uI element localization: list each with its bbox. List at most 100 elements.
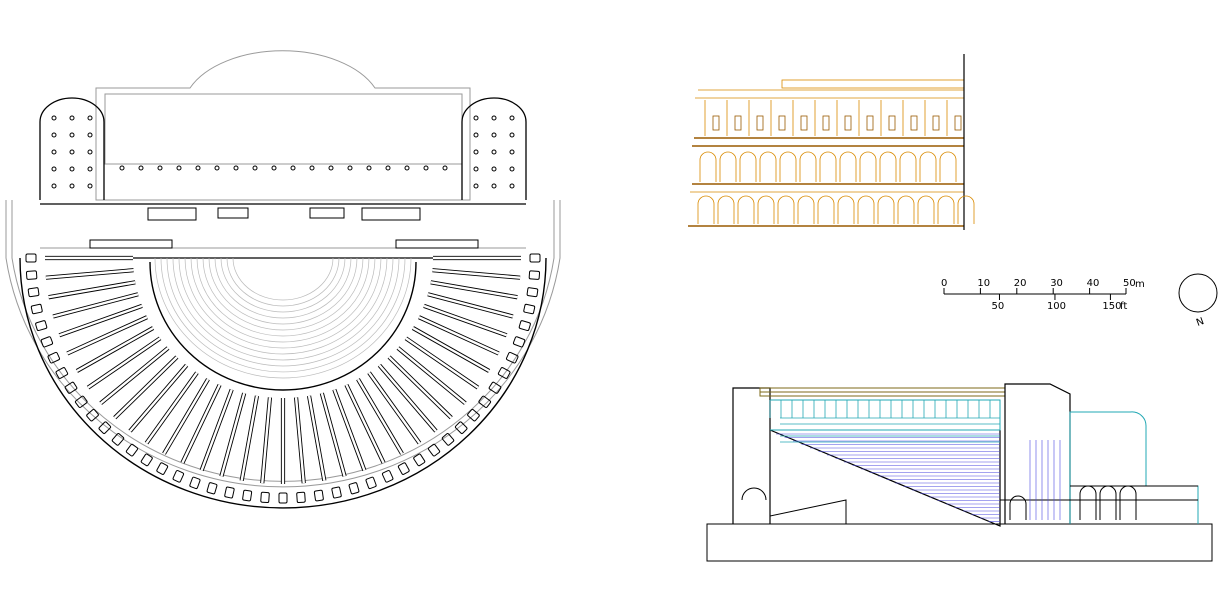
plan-arcade-opening (529, 253, 541, 263)
plan-radial-pier-core (356, 378, 404, 455)
elevation-middle-arch (819, 151, 837, 182)
north-arrow: N (1178, 273, 1218, 329)
plan-column (233, 165, 239, 171)
elevation-window (712, 115, 720, 131)
plan-hall-column (69, 149, 75, 155)
plan-radial-pier-core (45, 269, 134, 279)
plan-radial-pier-core (423, 304, 508, 337)
scale-meter-unit: m (1135, 279, 1145, 290)
plan-arcade-opening (397, 462, 410, 475)
plan-radial-pier-core (333, 389, 366, 471)
plan-seating-row (196, 257, 370, 337)
plan-hall-column (473, 132, 479, 138)
plan-arcade-opening (35, 320, 48, 332)
plan-arcade-opening (427, 443, 441, 457)
elevation-generated-details (697, 100, 975, 224)
plan-hall-column (473, 166, 479, 172)
plan-radial-pier-core (307, 395, 326, 481)
scale-meter-label: 40 (1087, 278, 1100, 289)
elevation-lower-arch (917, 195, 935, 224)
plan-arcade-opening (189, 476, 201, 490)
plan-radial-pier-core (87, 337, 161, 389)
plan-hall-column (509, 149, 515, 155)
plan-column (195, 165, 201, 171)
plan-hall-column (491, 166, 497, 172)
elevation-middle-arch (699, 151, 717, 182)
plan-radial-pier-core (66, 316, 148, 355)
plan-arcade-opening (278, 492, 288, 504)
plan-seating-row (178, 257, 388, 355)
plan-arcade-opening (413, 453, 426, 467)
plan-hall-column (87, 149, 93, 155)
plan-radial-pier-core (320, 392, 346, 477)
plan-hall-column (491, 132, 497, 138)
plan-column (119, 165, 125, 171)
elevation-middle-arch (899, 151, 917, 182)
plan-arcade-opening (242, 489, 253, 502)
plan-seating-row (214, 257, 352, 319)
plan-radial-pier-core (145, 371, 198, 444)
plan-arcade-opening (528, 270, 541, 280)
plan-stage-room (217, 207, 249, 219)
theatre-plan (5, 50, 561, 509)
plan-column (328, 165, 334, 171)
plan-stage-room (147, 207, 197, 221)
plan-radial-pier-core (48, 281, 136, 299)
plan-column (442, 165, 448, 171)
plan-hall-column (509, 132, 515, 138)
plan-arcade-opening (512, 336, 526, 348)
plan-radial-pier-core (220, 392, 246, 477)
plan-radial-pier-core (418, 316, 500, 355)
plan-radial-pier-core (52, 293, 139, 318)
plan-radial-pier-core (181, 384, 221, 464)
plan-radial-pier-core (427, 293, 514, 318)
elevation-lower-arch (857, 195, 875, 224)
plan-radial-pier-core (378, 364, 437, 432)
plan-arcade-opening (454, 421, 468, 434)
section-right-wing (1069, 411, 1199, 524)
plan-generated-details (25, 115, 541, 504)
plan-seating-row (208, 257, 358, 325)
plan-hall-column (69, 166, 75, 172)
north-circle (1178, 273, 1218, 313)
plan-seating-row (202, 257, 364, 331)
plan-radial-pier-core (58, 304, 143, 337)
scale-feet-label: 50 (991, 301, 1004, 312)
left-apse-hall (39, 97, 105, 200)
plan-arcade-opening (156, 462, 169, 475)
stage-rectangle (104, 93, 463, 165)
plan-column (366, 165, 372, 171)
elevation-lower-arch (837, 195, 855, 224)
plan-radial-pier-core (76, 326, 154, 373)
elevation-window (954, 115, 962, 131)
section-ground-base (706, 523, 1213, 562)
scale-meter-label: 0 (941, 278, 947, 289)
elevation-lower-arch (777, 195, 795, 224)
plan-radial-pier-core (405, 337, 479, 389)
plan-arcade-opening (488, 381, 502, 394)
plan-arcade-opening (206, 482, 218, 495)
plan-column (404, 165, 410, 171)
north-label: N (1195, 316, 1206, 329)
plan-hall-column (69, 183, 75, 189)
plan-arcade-opening (55, 367, 69, 379)
plan-arcade-opening (47, 351, 60, 364)
theatre-section (706, 383, 1213, 562)
elevation-window (734, 115, 742, 131)
elevation-lower-arch (737, 195, 755, 224)
elevation-middle-arch (779, 151, 797, 182)
plan-hall-column (509, 166, 515, 172)
plan-hall-column (491, 115, 497, 121)
elevation-window (844, 115, 852, 131)
section-generated-details (769, 400, 1137, 522)
plan-column (385, 165, 391, 171)
plan-radial-pier-core (388, 356, 453, 419)
scale-feet-unit: ft (1120, 301, 1127, 312)
plan-seating-row (190, 257, 376, 343)
elevation-window (756, 115, 764, 131)
section-outer-wall (732, 387, 771, 524)
plan-arcade-opening (331, 486, 342, 499)
scale-meter-label: 50 (1123, 278, 1136, 289)
plan-arcade-opening (260, 491, 270, 504)
